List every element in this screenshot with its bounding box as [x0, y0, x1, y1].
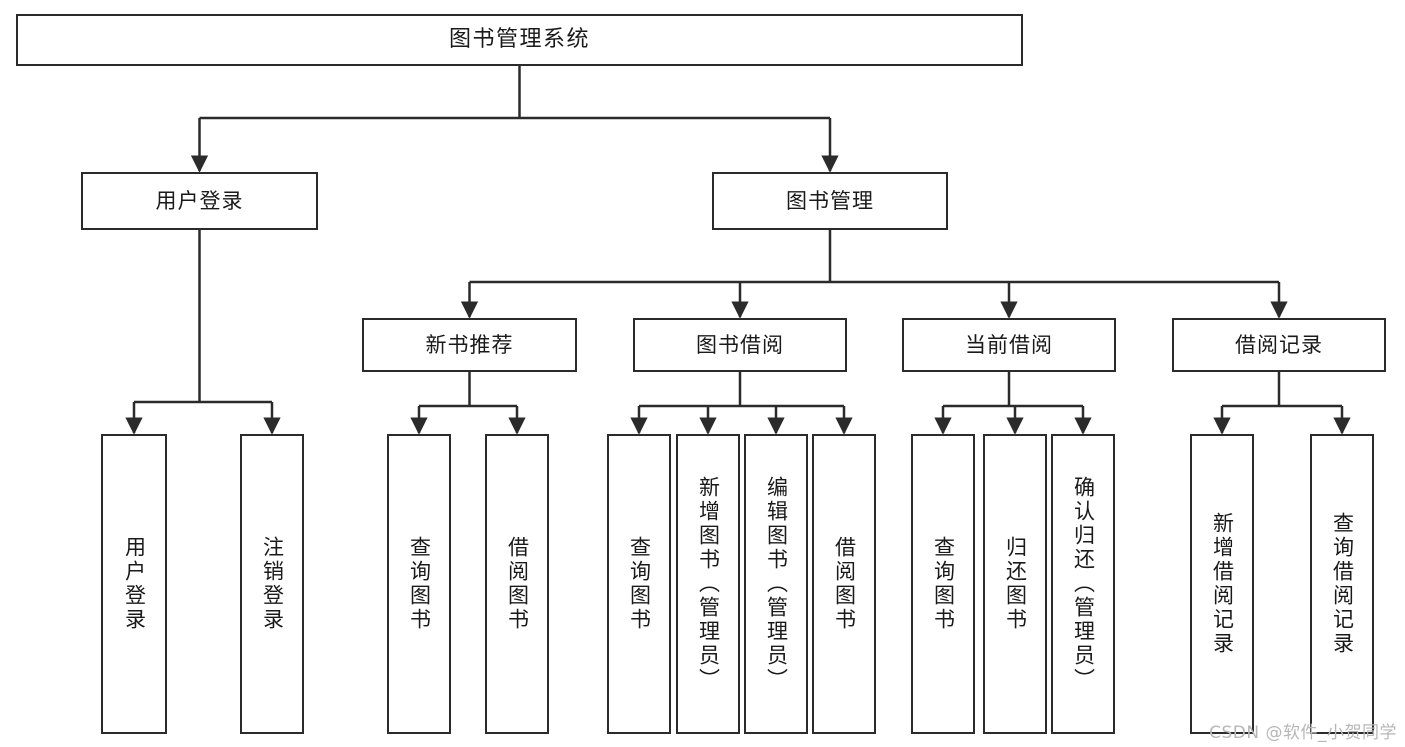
node-leaf-user-login[interactable]: 用户登录	[101, 434, 167, 734]
node-label: 查询图书	[931, 536, 956, 632]
node-label: 查询借阅记录	[1330, 512, 1355, 656]
node-label: 借阅图书	[505, 536, 530, 632]
node-records[interactable]: 借阅记录	[1172, 318, 1386, 372]
node-label: 确认归还（管理员）	[1071, 476, 1096, 692]
node-label: 归还图书	[1003, 536, 1028, 632]
node-root[interactable]: 图书管理系统	[16, 14, 1023, 66]
node-label: 借阅记录	[1235, 332, 1323, 357]
node-label: 图书借阅	[696, 332, 784, 357]
node-leaf-return-book[interactable]: 归还图书	[983, 434, 1047, 734]
node-leaf-logout[interactable]: 注销登录	[240, 434, 304, 734]
node-newrec[interactable]: 新书推荐	[362, 318, 577, 372]
node-leaf-add-record[interactable]: 新增借阅记录	[1190, 434, 1254, 734]
node-login[interactable]: 用户登录	[81, 172, 318, 230]
node-leaf-edit-book[interactable]: 编辑图书（管理员）	[744, 434, 808, 734]
node-label: 查询图书	[627, 536, 652, 632]
node-bookmgmt[interactable]: 图书管理	[712, 172, 948, 230]
node-label: 注销登录	[260, 536, 285, 632]
node-leaf-confirm-return[interactable]: 确认归还（管理员）	[1051, 434, 1115, 734]
node-borrow[interactable]: 图书借阅	[633, 318, 847, 372]
node-leaf-borrow-book-1[interactable]: 借阅图书	[485, 434, 549, 734]
node-label: 新增图书（管理员）	[696, 476, 721, 692]
node-label: 图书管理	[786, 188, 874, 213]
node-leaf-query-book-3[interactable]: 查询图书	[911, 434, 975, 734]
node-label: 查询图书	[407, 536, 432, 632]
node-label: 图书管理系统	[448, 27, 590, 53]
node-label: 借阅图书	[832, 536, 857, 632]
watermark-label: CSDN @软件_小贺同学	[1209, 723, 1397, 743]
node-leaf-query-book-2[interactable]: 查询图书	[607, 434, 671, 734]
node-current[interactable]: 当前借阅	[902, 318, 1116, 372]
node-label: 用户登录	[122, 536, 147, 632]
node-label: 用户登录	[155, 188, 244, 213]
node-leaf-add-book[interactable]: 新增图书（管理员）	[676, 434, 740, 734]
node-label: 新书推荐	[425, 332, 514, 357]
node-leaf-query-record[interactable]: 查询借阅记录	[1310, 434, 1374, 734]
node-label: 当前借阅	[965, 332, 1053, 357]
node-leaf-query-book-1[interactable]: 查询图书	[387, 434, 451, 734]
node-leaf-borrow-book-2[interactable]: 借阅图书	[812, 434, 876, 734]
node-label: 新增借阅记录	[1210, 512, 1235, 656]
node-label: 编辑图书（管理员）	[764, 476, 789, 692]
